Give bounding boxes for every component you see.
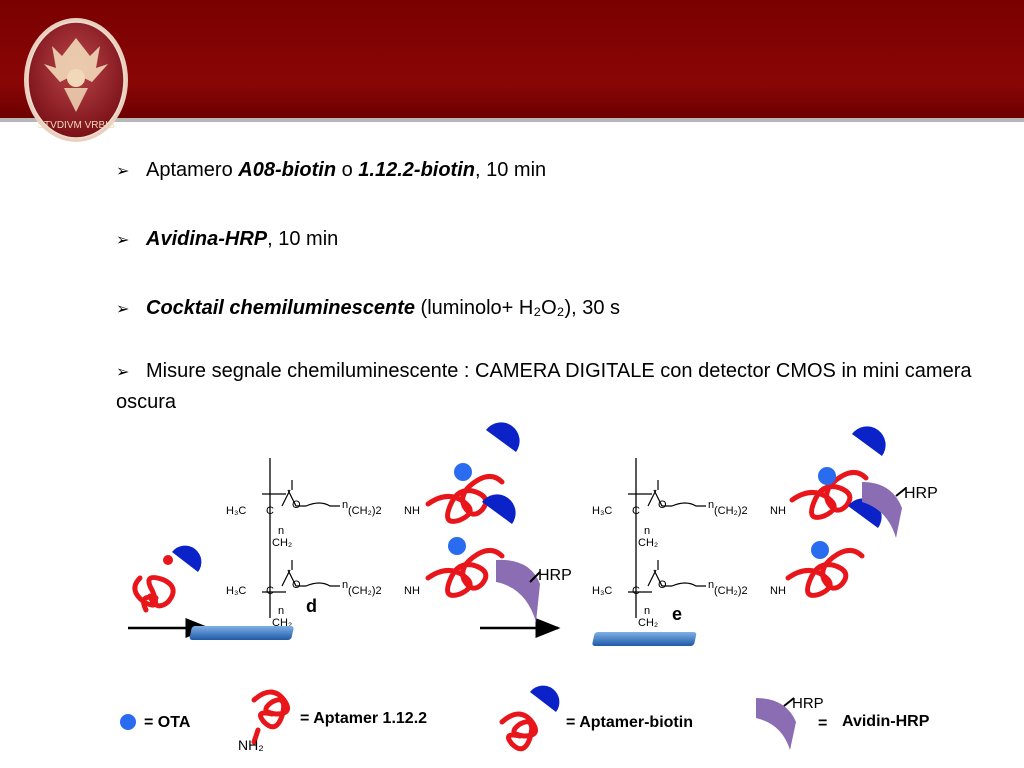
ch2-label: CH₂: [638, 537, 658, 549]
avidin-hrp-icon: [756, 698, 796, 750]
surface-slab-right: [592, 632, 697, 646]
bullet-aptamero: ➢ Aptamero A08-biotin o 1.12.2-biotin, 10…: [116, 155, 986, 186]
n-label: n: [342, 499, 348, 511]
ch2-label: CH₂: [272, 537, 292, 549]
bullet-emphasis: Cocktail chemiluminescente: [146, 297, 415, 319]
c-label: C: [266, 585, 274, 597]
header-bar: [0, 0, 1024, 122]
legend-aptamer: = Aptamer 1.12.2: [300, 710, 427, 727]
arrow-bullet-icon: ➢: [116, 230, 130, 249]
nh-label: NH: [770, 585, 786, 597]
aptamer-biotin-free: [132, 545, 202, 613]
structure-e-label: e: [672, 604, 682, 624]
aptamer-icon: [251, 689, 291, 745]
bullet-text: , 10 min: [267, 228, 339, 250]
ch2-chain-label: (CH₂)2: [714, 585, 748, 597]
n-label: n: [278, 525, 284, 537]
bullet-emphasis: A08-biotin: [238, 159, 337, 181]
arrow-bullet-icon: ➢: [116, 362, 130, 381]
bullet-text: o: [336, 159, 359, 181]
bullet-avidina: ➢ Avidina-HRP, 10 min: [116, 224, 986, 255]
arrow-bullet-icon: ➢: [116, 161, 130, 180]
nh-label: NH: [770, 505, 786, 517]
seal-text: STVDIVM VRBIS: [37, 120, 115, 131]
o-label: O: [658, 579, 667, 591]
structure-d-label: d: [306, 596, 317, 616]
legend-equals: =: [818, 715, 827, 732]
c-label: C: [266, 505, 274, 517]
legend-avidin-hrp: Avidin-HRP: [842, 713, 930, 730]
n-label: n: [644, 525, 650, 537]
ch2-chain-label: (CH₂)2: [348, 585, 382, 597]
bullet-list: ➢Aptamero A08-biotin o 1.12.2-biotin, 10…: [116, 155, 986, 455]
hrp-label-bound: HRP: [904, 485, 938, 502]
surface-slab-left: [189, 626, 294, 640]
ch2-chain-label: (CH₂)2: [348, 505, 382, 517]
bound-aptamers-e: HRP: [785, 426, 938, 598]
structure-e: H₃C C CH₂ H₃C C CH₂ n n O n (CH₂)2 NH O …: [592, 458, 786, 629]
bullet-text: Misure segnale chemiluminescente : CAMER…: [116, 360, 972, 413]
h3c-label: H₃C: [226, 585, 246, 597]
bullet-text: (luminolo+ H₂O₂), 30 s: [414, 297, 621, 319]
university-seal-logo: STVDIVM VRBIS: [24, 18, 128, 142]
h3c-label: H₃C: [592, 505, 612, 517]
bullet-text: , 10 min: [475, 159, 547, 181]
arrow-bullet-icon: ➢: [116, 299, 130, 318]
structure-d: H₃C C CH₂ H₃C C CH₂ n n O n (CH₂)2 NH O …: [226, 458, 420, 629]
bullet-cocktail: ➢ Cocktail chemiluminescente (luminolo+ H…: [116, 293, 986, 324]
nh-label: NH: [404, 585, 420, 597]
hrp-label: HRP: [538, 567, 572, 584]
c-label: C: [632, 505, 640, 517]
n-label: n: [342, 579, 348, 591]
ota-icon: [120, 714, 136, 730]
o-label: O: [658, 499, 667, 511]
legend-nh2: NH₂: [238, 737, 264, 753]
n-label: n: [644, 605, 650, 617]
reaction-scheme-figure: HRP H₃C C CH₂ H₃C C CH₂ n n O n (CH₂)2 N…: [120, 422, 938, 753]
legend-hrp: HRP: [792, 695, 824, 712]
avidin-hrp-free: HRP: [496, 559, 572, 622]
aptamer-biotin-icon: [499, 711, 539, 752]
n-label: n: [708, 579, 714, 591]
nh-label: NH: [404, 505, 420, 517]
legend-aptamer-biotin: = Aptamer-biotin: [566, 714, 693, 731]
n-label: n: [278, 605, 284, 617]
h3c-label: H₃C: [592, 585, 612, 597]
ch2-label: CH₂: [638, 617, 658, 629]
c-label: C: [632, 585, 640, 597]
bound-aptamers-d: [425, 422, 520, 598]
bullet-emphasis: Avidina-HRP: [146, 228, 268, 250]
biotin-icon: [530, 685, 560, 712]
o-label: O: [292, 499, 301, 511]
ch2-chain-label: (CH₂)2: [714, 505, 748, 517]
bullet-misure: ➢Misure segnale chemiluminescente : CAME…: [116, 356, 986, 417]
o-label: O: [292, 579, 301, 591]
bullet-emphasis: 1.12.2-biotin: [358, 159, 475, 181]
h3c-label: H₃C: [226, 505, 246, 517]
bullet-text: Aptamero: [146, 159, 239, 181]
legend-ota: = OTA: [144, 714, 191, 731]
n-label: n: [708, 499, 714, 511]
legend: = OTA NH₂ = Aptamer 1.12.2 = Aptamer-bio…: [120, 685, 930, 753]
